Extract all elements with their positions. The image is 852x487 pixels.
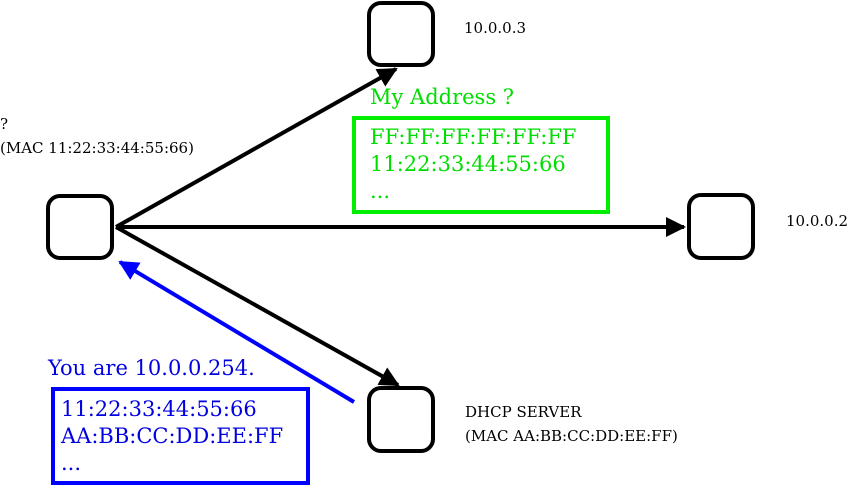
request-packet-box: FF:FF:FF:FF:FF:FF 11:22:33:44:55:66 ...	[352, 116, 610, 214]
reply-line: AA:BB:CC:DD:EE:FF	[61, 424, 284, 448]
request-line: 11:22:33:44:55:66	[370, 152, 566, 176]
reply-title: You are 10.0.0.254.	[48, 356, 255, 380]
request-line: ...	[370, 179, 391, 203]
client-label: ?	[0, 115, 9, 133]
edge-dhcp-reply	[118, 260, 356, 404]
node-host-b	[687, 193, 755, 260]
request-line: FF:FF:FF:FF:FF:FF	[370, 125, 577, 149]
host-a-label: 10.0.0.3	[464, 19, 527, 37]
node-dhcp	[367, 386, 435, 453]
edge-client-to-host-a	[115, 67, 398, 229]
reply-line: ...	[61, 451, 82, 475]
reply-packet-box: 11:22:33:44:55:66 AA:BB:CC:DD:EE:FF ...	[51, 387, 310, 485]
node-client	[46, 194, 114, 260]
dhcp-label: DHCP SERVER	[465, 403, 582, 421]
edge-client-to-dhcp	[115, 225, 400, 387]
node-host-a	[367, 1, 435, 67]
request-title: My Address ?	[370, 85, 515, 109]
host-b-label: 10.0.0.2	[786, 212, 849, 230]
client-mac: (MAC 11:22:33:44:55:66)	[0, 139, 194, 157]
reply-line: 11:22:33:44:55:66	[61, 397, 257, 421]
dhcp-mac: (MAC AA:BB:CC:DD:EE:FF)	[465, 427, 678, 445]
